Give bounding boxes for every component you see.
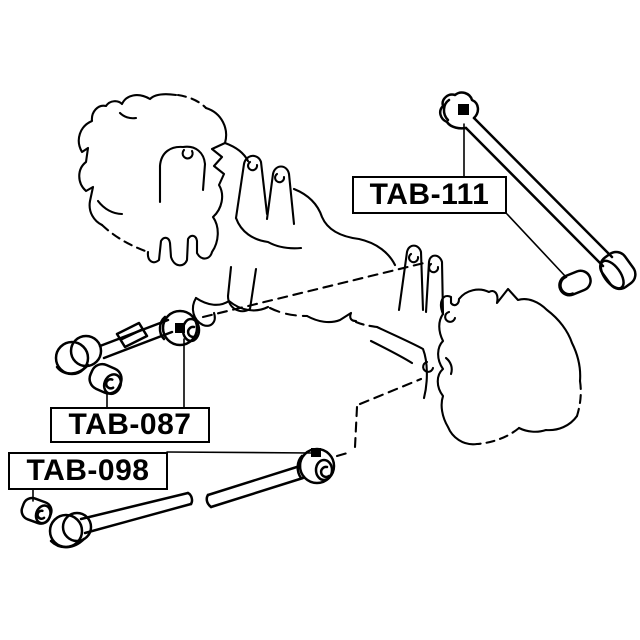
right-drum-hidden-right <box>575 379 582 418</box>
label-leader-lines <box>32 123 567 502</box>
right-drum-outline-left <box>436 312 479 446</box>
rod-098-segment1-cap <box>186 491 194 506</box>
rod-098-end-bushing-sliver <box>49 537 86 549</box>
right-tube-outline-b <box>369 339 414 365</box>
arm-right-bushing-outer <box>161 309 199 347</box>
arm-mid-plate-inner <box>120 328 143 341</box>
spare-bushing-face <box>34 504 52 525</box>
right-hanger-plate-2 <box>424 254 445 316</box>
part-label-text: TAB-098 <box>26 454 150 487</box>
sleeve-face <box>559 275 575 296</box>
left-hanger-plate-1 <box>234 154 269 220</box>
diff-bottom-hidden-b <box>354 320 379 329</box>
diff-top-outline <box>292 187 397 267</box>
left-drum-hub-contour <box>158 145 207 204</box>
part-label-text: TAB-111 <box>369 178 490 211</box>
diff-bottom-hidden <box>268 306 309 318</box>
left-drum-hidden-top-edge <box>176 93 208 110</box>
locator-dash-tab-098-c <box>358 377 423 406</box>
right-drum-outline-bottom <box>517 414 579 433</box>
right-drum-outline-top <box>439 287 582 383</box>
left-drum-hidden-bottom-edge <box>100 223 150 254</box>
right-drum-detail-hole <box>444 310 457 323</box>
rod-098-end-bushing-face <box>61 511 93 543</box>
rod-098-segment2-lower <box>209 476 305 509</box>
arm-right-bushing-flange <box>158 315 167 341</box>
hanger-connector <box>223 141 250 163</box>
locator-dash-tab-087 <box>201 261 426 319</box>
rod-098-eye-bushing-face <box>314 458 334 482</box>
tab-098-rod-drawing <box>20 447 336 549</box>
rod-111-upper-line <box>472 116 614 259</box>
left-hanger-hole-2 <box>274 172 286 184</box>
arm-left-bushing-sliver <box>55 363 90 375</box>
right-tube-outline-a <box>375 325 428 400</box>
spare-bushing-hole <box>104 378 115 390</box>
arm-spare-bushing <box>88 362 123 396</box>
spare-bushing-face <box>102 373 123 396</box>
lower-bracket-left <box>191 296 216 327</box>
rod-098-spare-bushing <box>20 496 53 525</box>
right-hanger-plate-1 <box>397 244 425 312</box>
right-drum-detail-wave <box>444 356 453 376</box>
arm-mid-plate <box>115 321 149 349</box>
leader-tab-111-washer <box>506 213 567 278</box>
locator-dash-tab-098-b <box>353 405 359 449</box>
right-hanger-hole-1 <box>408 252 420 264</box>
rod-111-top-bushing-flange <box>442 98 451 122</box>
rod-111-end-cylinder-bushing <box>599 250 637 291</box>
spare-bushing-hole <box>36 509 46 520</box>
left-hanger-base <box>234 216 303 250</box>
rod-111-lower-line <box>464 126 605 268</box>
attachment-point-marker-098 <box>311 448 321 457</box>
left-hanger-plate-2 <box>265 165 296 226</box>
cylinder-face <box>599 259 625 290</box>
dashed-locator-lines <box>201 261 426 458</box>
left-hanger-hole-1 <box>247 160 259 172</box>
left-drum-outline-top <box>77 93 178 227</box>
arm-right-bushing-hole <box>186 325 198 339</box>
diff-bottom-outline-b <box>305 311 358 324</box>
part-label-tab-087: TAB-087 <box>50 407 210 443</box>
right-tube-hole <box>422 360 435 373</box>
left-drum-outline-right <box>146 106 228 267</box>
left-drum-detail-notch <box>118 111 138 120</box>
rod-098-eye-bushing-flange <box>296 454 304 480</box>
leader-tab-098-eye <box>166 451 312 454</box>
tab-087-arm-drawing <box>54 309 201 396</box>
rod-098-segment2-upper <box>206 464 302 497</box>
left-drum-detail-line <box>96 199 124 216</box>
right-drum-hidden-bottom <box>475 426 521 446</box>
part-label-tab-111: TAB-111 <box>352 176 507 214</box>
axle-housing-drawing <box>77 93 582 446</box>
rod-098-segment1-lower <box>83 502 193 535</box>
left-drum-hub-hole <box>181 148 194 160</box>
attachment-point-marker-111 <box>458 104 469 115</box>
part-label-tab-098: TAB-098 <box>8 452 168 490</box>
rod-098-segment1-upper <box>79 491 190 521</box>
rod-098-segment2-cap <box>205 493 213 509</box>
part-label-text: TAB-087 <box>68 408 192 441</box>
attachment-point-marker-087 <box>175 323 185 333</box>
rod-098-eye-bushing-hole <box>319 465 331 479</box>
rod-111-top-bushing-outline <box>438 91 480 130</box>
right-hanger-hole-2 <box>428 262 440 274</box>
locator-dash-tab-098-a <box>335 450 353 458</box>
